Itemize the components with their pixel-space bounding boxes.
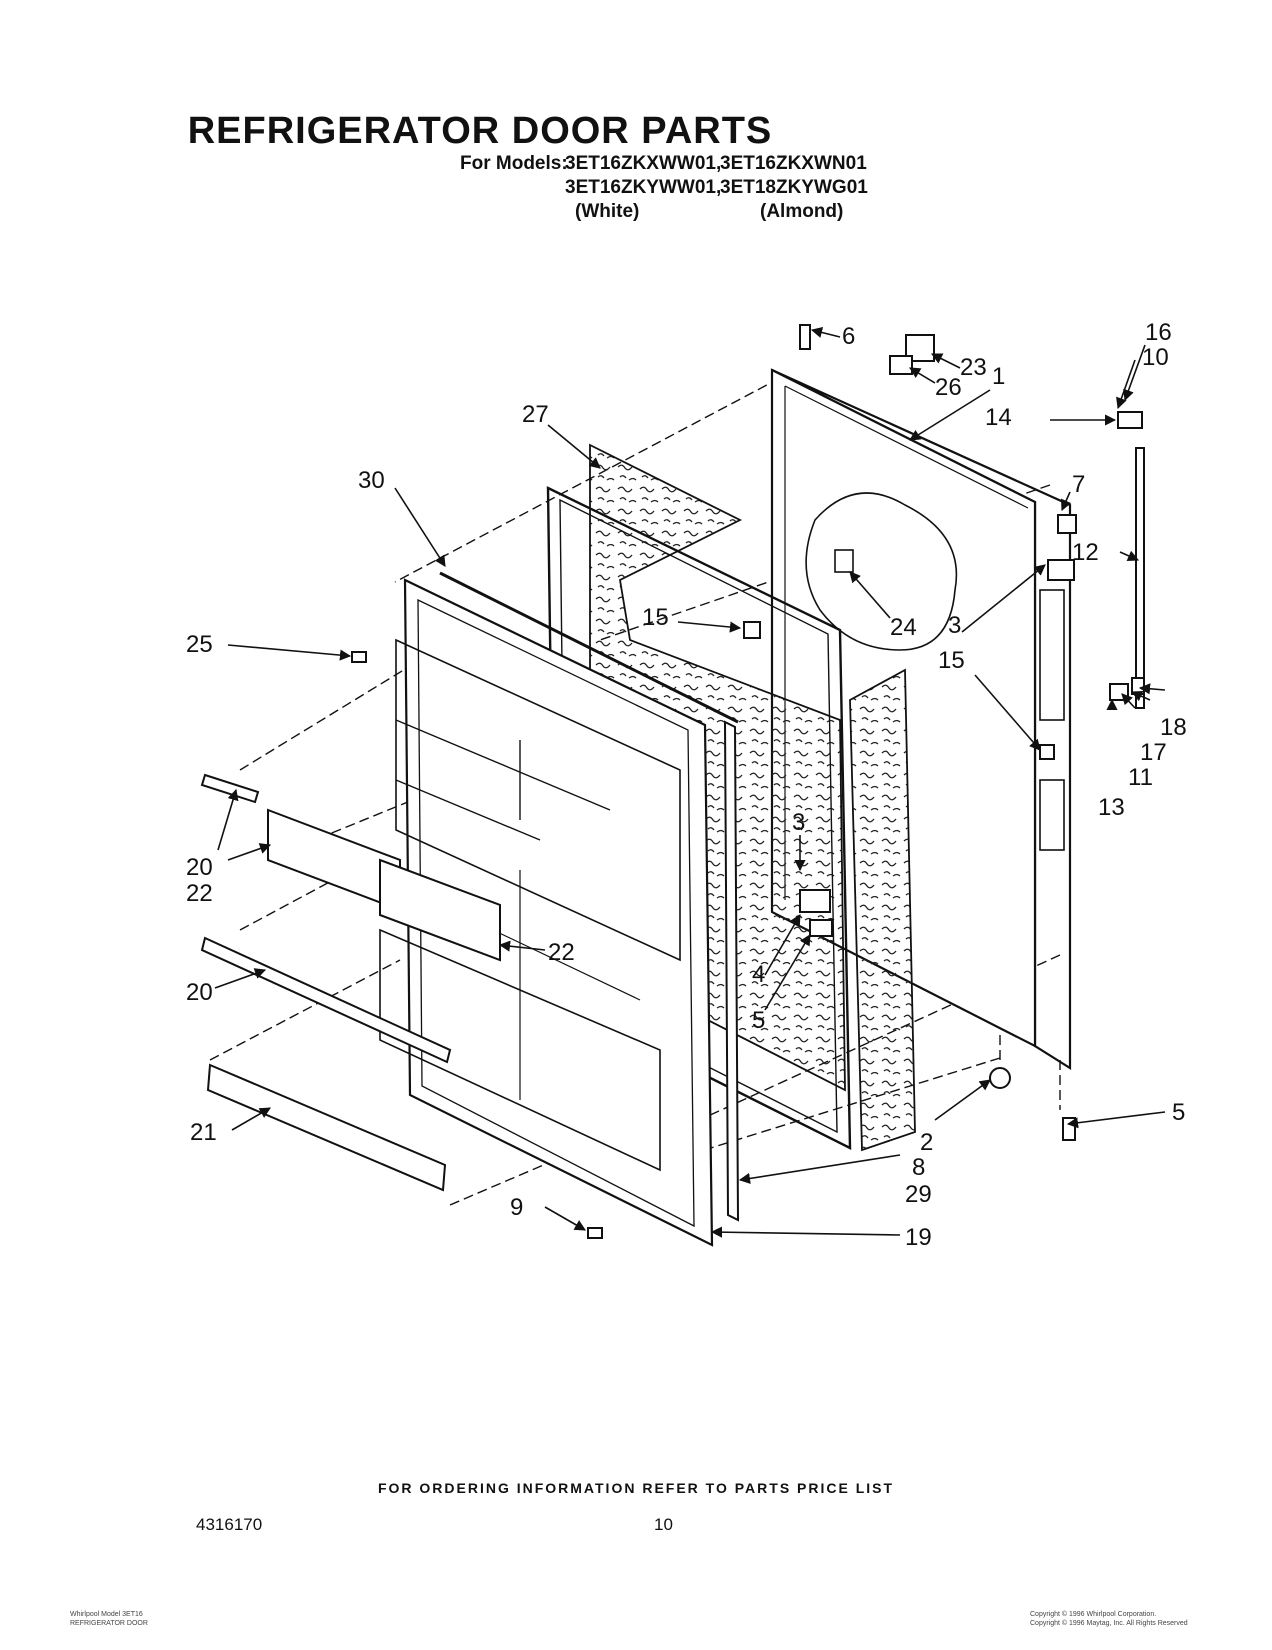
- model-number: 3ET16ZKYWW01,: [565, 177, 722, 198]
- footer-fine-print-left: Whirlpool Model 3ET16 REFRIGERATOR DOOR: [70, 1610, 148, 1628]
- color-label-white: (White): [575, 201, 640, 222]
- page-number: 10: [654, 1515, 673, 1534]
- callout-label: 22: [186, 880, 213, 907]
- footer-fine-print-right: Copyright © 1996 Whirlpool Corporation. …: [1030, 1610, 1188, 1628]
- callout-label: 17: [1140, 739, 1167, 766]
- callout-label: 29: [905, 1181, 932, 1208]
- callout-label: 24: [890, 614, 917, 641]
- callout-label: 15: [938, 647, 965, 674]
- callout-label: 5: [752, 1007, 765, 1034]
- model-number: 3ET16ZKXWW01,: [565, 153, 722, 174]
- insulation-strip: [849, 668, 916, 1152]
- callout-label: 20: [186, 854, 213, 881]
- callout-label: 19: [905, 1224, 932, 1251]
- callout-label: 20: [186, 979, 213, 1006]
- fine-print-line: Copyright © 1996 Whirlpool Corporation.: [1030, 1611, 1157, 1618]
- callout-label: 26: [935, 374, 962, 401]
- callout-label: 16: [1145, 319, 1172, 346]
- callout-label: 8: [912, 1154, 925, 1181]
- color-label-almond: (Almond): [760, 201, 844, 222]
- callout-label: 4: [752, 961, 765, 988]
- callout-label: 21: [190, 1119, 217, 1146]
- callout-label: 22: [548, 939, 575, 966]
- callout-label: 5: [1172, 1099, 1185, 1126]
- callout-label: 3: [948, 612, 961, 639]
- models-prefix: For Models:: [460, 153, 568, 174]
- door-top-trim: [439, 571, 739, 724]
- fine-print-line: Copyright © 1996 Maytag, Inc. All Rights…: [1030, 1620, 1188, 1627]
- callout-label: 15: [642, 604, 669, 631]
- document-number: 4316170: [196, 1515, 263, 1534]
- callout-label: 18: [1160, 714, 1187, 741]
- model-number: 3ET18ZKYWG01: [720, 177, 868, 198]
- exploded-parts-diagram: 1 2 3 3 4 5 5 6 7 8 9 10 11 12 13 14 15 …: [186, 319, 1187, 1251]
- side-trim: [723, 720, 740, 1222]
- callout-label: 30: [358, 467, 385, 494]
- leader-lines: [214, 327, 1166, 1238]
- callout-label: 12: [1072, 539, 1099, 566]
- ordering-note: FOR ORDERING INFORMATION REFER TO PARTS …: [377, 1480, 895, 1496]
- callout-label: 6: [842, 323, 855, 350]
- callout-label: 1: [992, 363, 1005, 390]
- callout-label: 14: [985, 404, 1012, 431]
- callout-label: 23: [960, 354, 987, 381]
- page-title: REFRIGERATOR DOOR PARTS: [187, 110, 773, 152]
- callout-label: 27: [522, 401, 549, 428]
- callout-label: 11: [1128, 764, 1153, 791]
- fine-print-line: Whirlpool Model 3ET16: [70, 1611, 143, 1618]
- callout-label: 2: [920, 1129, 933, 1156]
- model-number: 3ET16ZKXWN01: [720, 153, 867, 174]
- callout-label: 13: [1098, 794, 1125, 821]
- callout-label: 3: [792, 809, 805, 836]
- hinge-hardware: [351, 324, 1145, 1239]
- callout-label: 25: [186, 631, 213, 658]
- fine-print-line: REFRIGERATOR DOOR: [70, 1620, 148, 1627]
- callout-label: 7: [1072, 471, 1085, 498]
- callout-label: 9: [510, 1194, 523, 1221]
- callout-labels: 1 2 3 3 4 5 5 6 7 8 9 10 11 12 13 14 15 …: [186, 319, 1187, 1251]
- callout-label: 10: [1142, 344, 1169, 371]
